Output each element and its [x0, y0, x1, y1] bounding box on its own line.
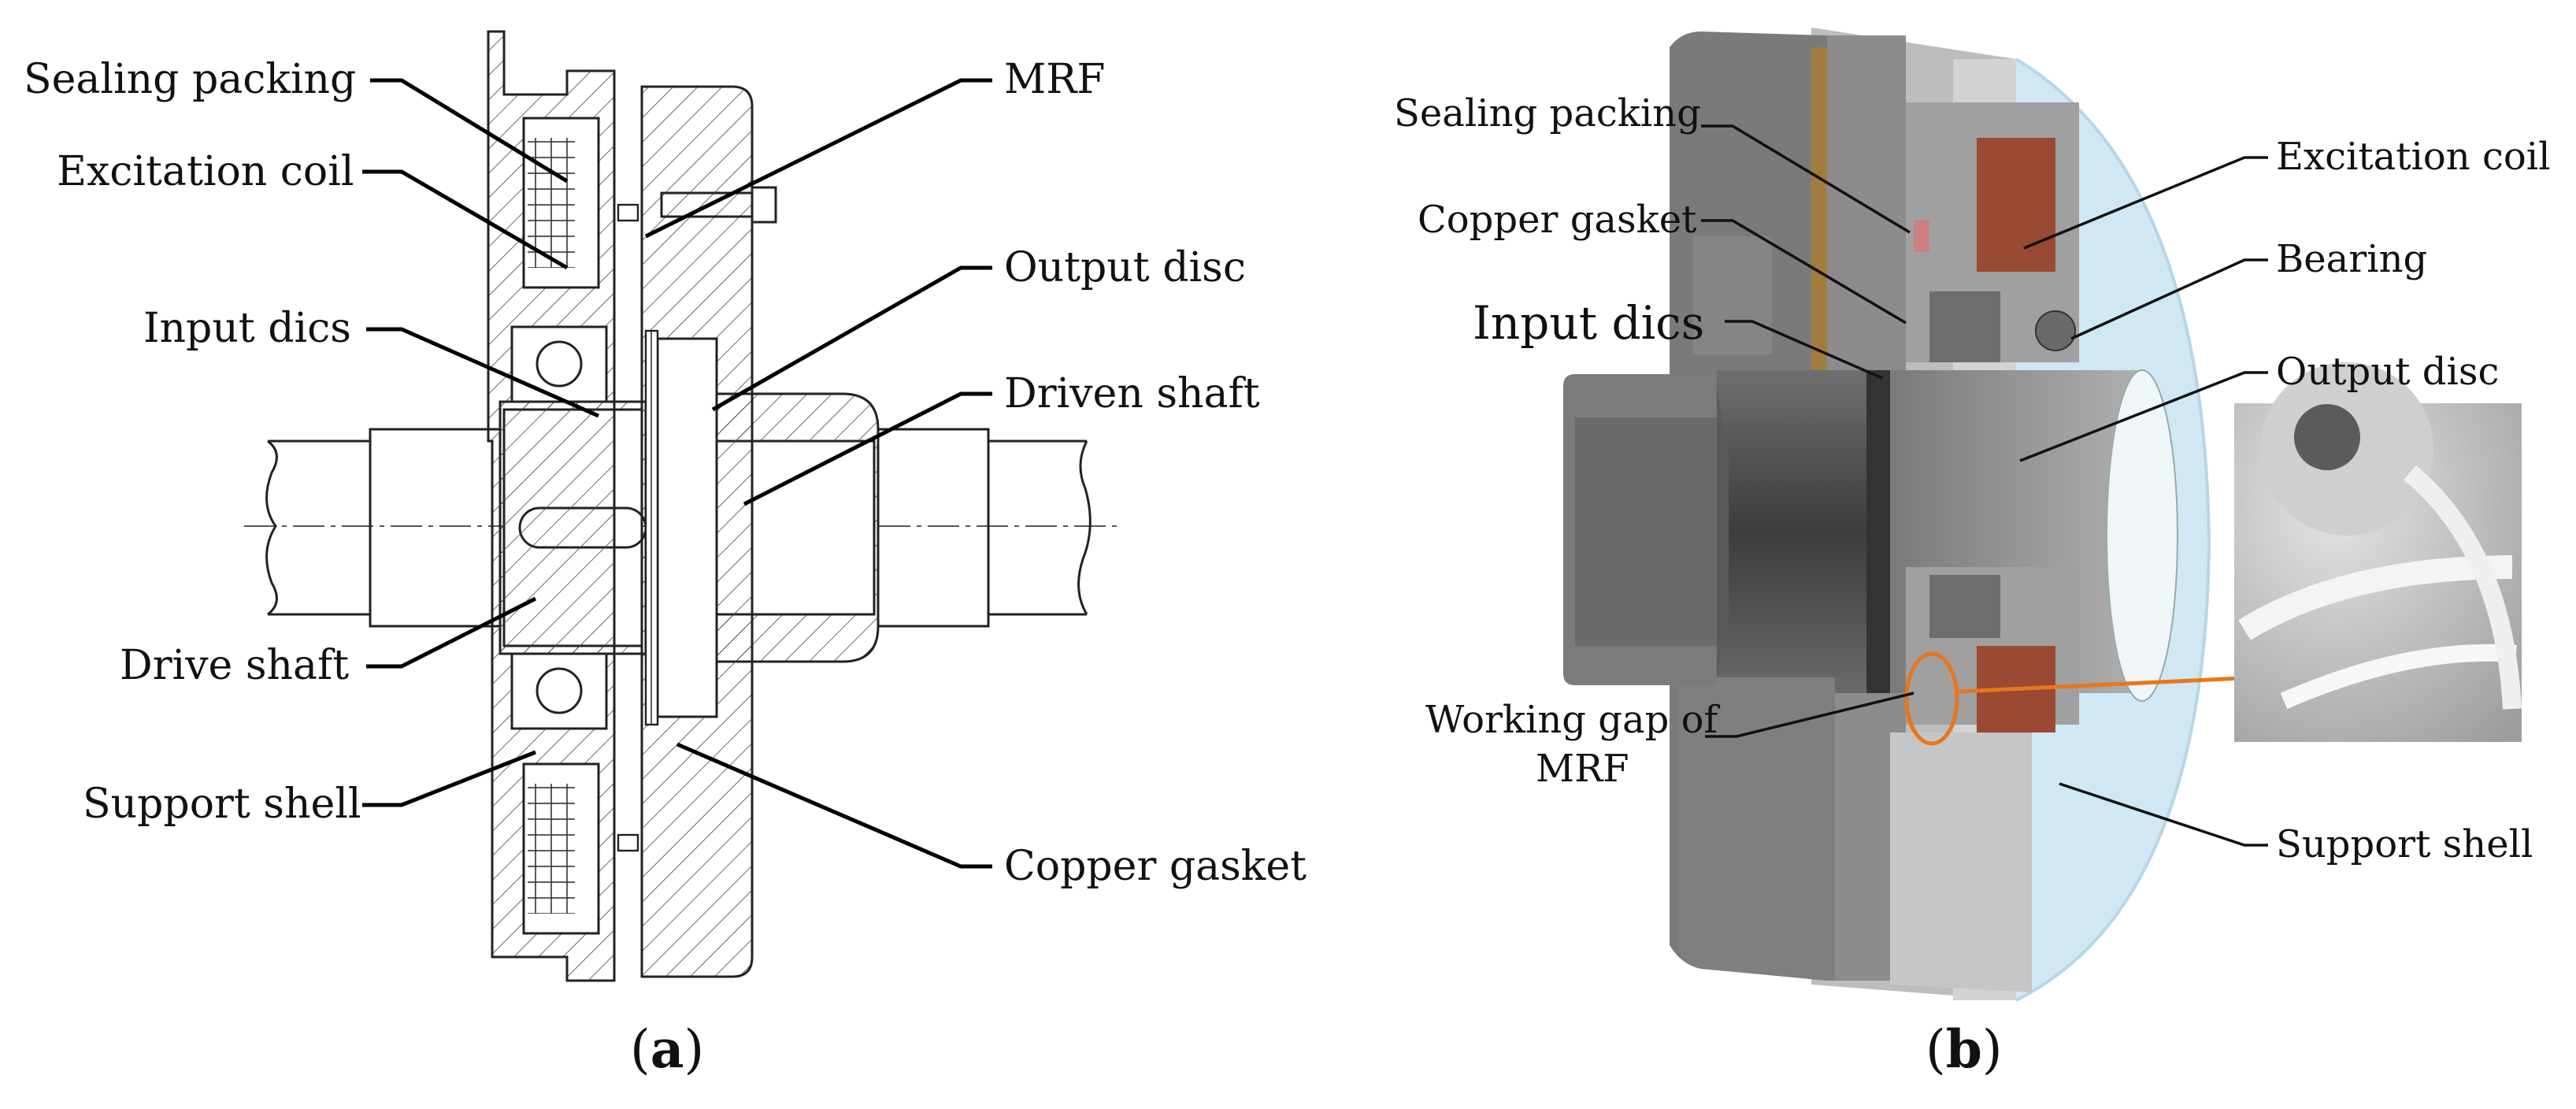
label-b-working-gap-line1: Working gap of	[1425, 698, 1720, 742]
label-a-excitation-coil: Excitation coil	[57, 148, 354, 195]
panel-b-render	[1563, 28, 2522, 1002]
panel-a-leaders	[362, 78, 992, 869]
label-b-excitation-coil: Excitation coil	[2276, 135, 2550, 179]
panel-b-caption: (b)	[1926, 1018, 2003, 1080]
label-a-support-shell: Support shell	[83, 781, 361, 828]
label-a-sealing-packing: Sealing packing	[24, 56, 356, 103]
label-b-copper-gasket: Copper gasket	[1418, 198, 1696, 242]
label-b-working-gap-line2: MRF	[1536, 747, 1629, 791]
label-b-support-shell: Support shell	[2276, 822, 2533, 866]
label-a-mrf: MRF	[1004, 56, 1105, 103]
panel-b-leaders	[1701, 124, 2268, 847]
label-a-drive-shaft: Drive shaft	[120, 642, 349, 689]
panel-b-labels: Sealing packing Copper gasket Input dics…	[1394, 91, 2550, 866]
label-b-sealing-packing: Sealing packing	[1394, 91, 1701, 135]
label-b-bearing: Bearing	[2276, 237, 2427, 281]
label-a-input-dics: Input dics	[143, 305, 351, 352]
inset-detail-image	[2234, 362, 2522, 742]
label-a-output-disc: Output disc	[1004, 244, 1246, 291]
label-a-copper-gasket: Copper gasket	[1004, 843, 1307, 890]
label-b-input-dics: Input dics	[1473, 296, 1704, 350]
panel-a-labels: Sealing packing Excitation coil Input di…	[24, 56, 1307, 890]
panel-a-caption: (a)	[630, 1018, 704, 1080]
label-a-driven-shaft: Driven shaft	[1004, 370, 1260, 417]
panel-a-section-drawing	[244, 30, 1118, 982]
label-b-output-disc: Output disc	[2276, 350, 2499, 394]
